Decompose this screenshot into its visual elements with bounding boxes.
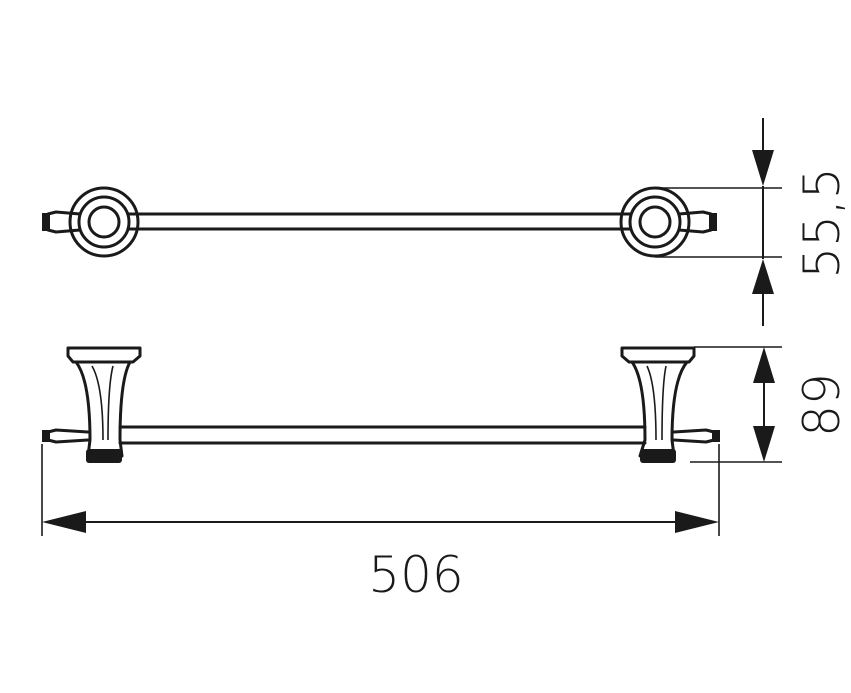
height-label: 89 <box>793 373 851 437</box>
width-dimension: 506 <box>42 511 719 604</box>
height-dimension: 89 <box>753 347 851 462</box>
front-view-left-bracket <box>42 346 142 463</box>
top-view <box>42 186 782 258</box>
depth-dimension: 55,5 <box>752 118 851 326</box>
width-label: 506 <box>368 546 463 604</box>
depth-label: 55,5 <box>793 167 851 278</box>
top-view-right-mount <box>619 186 717 258</box>
top-view-bar <box>126 212 632 231</box>
front-view-bar <box>118 425 647 445</box>
front-view <box>41 346 782 536</box>
top-view-left-mount <box>42 186 140 258</box>
front-view-right-bracket <box>620 346 720 463</box>
